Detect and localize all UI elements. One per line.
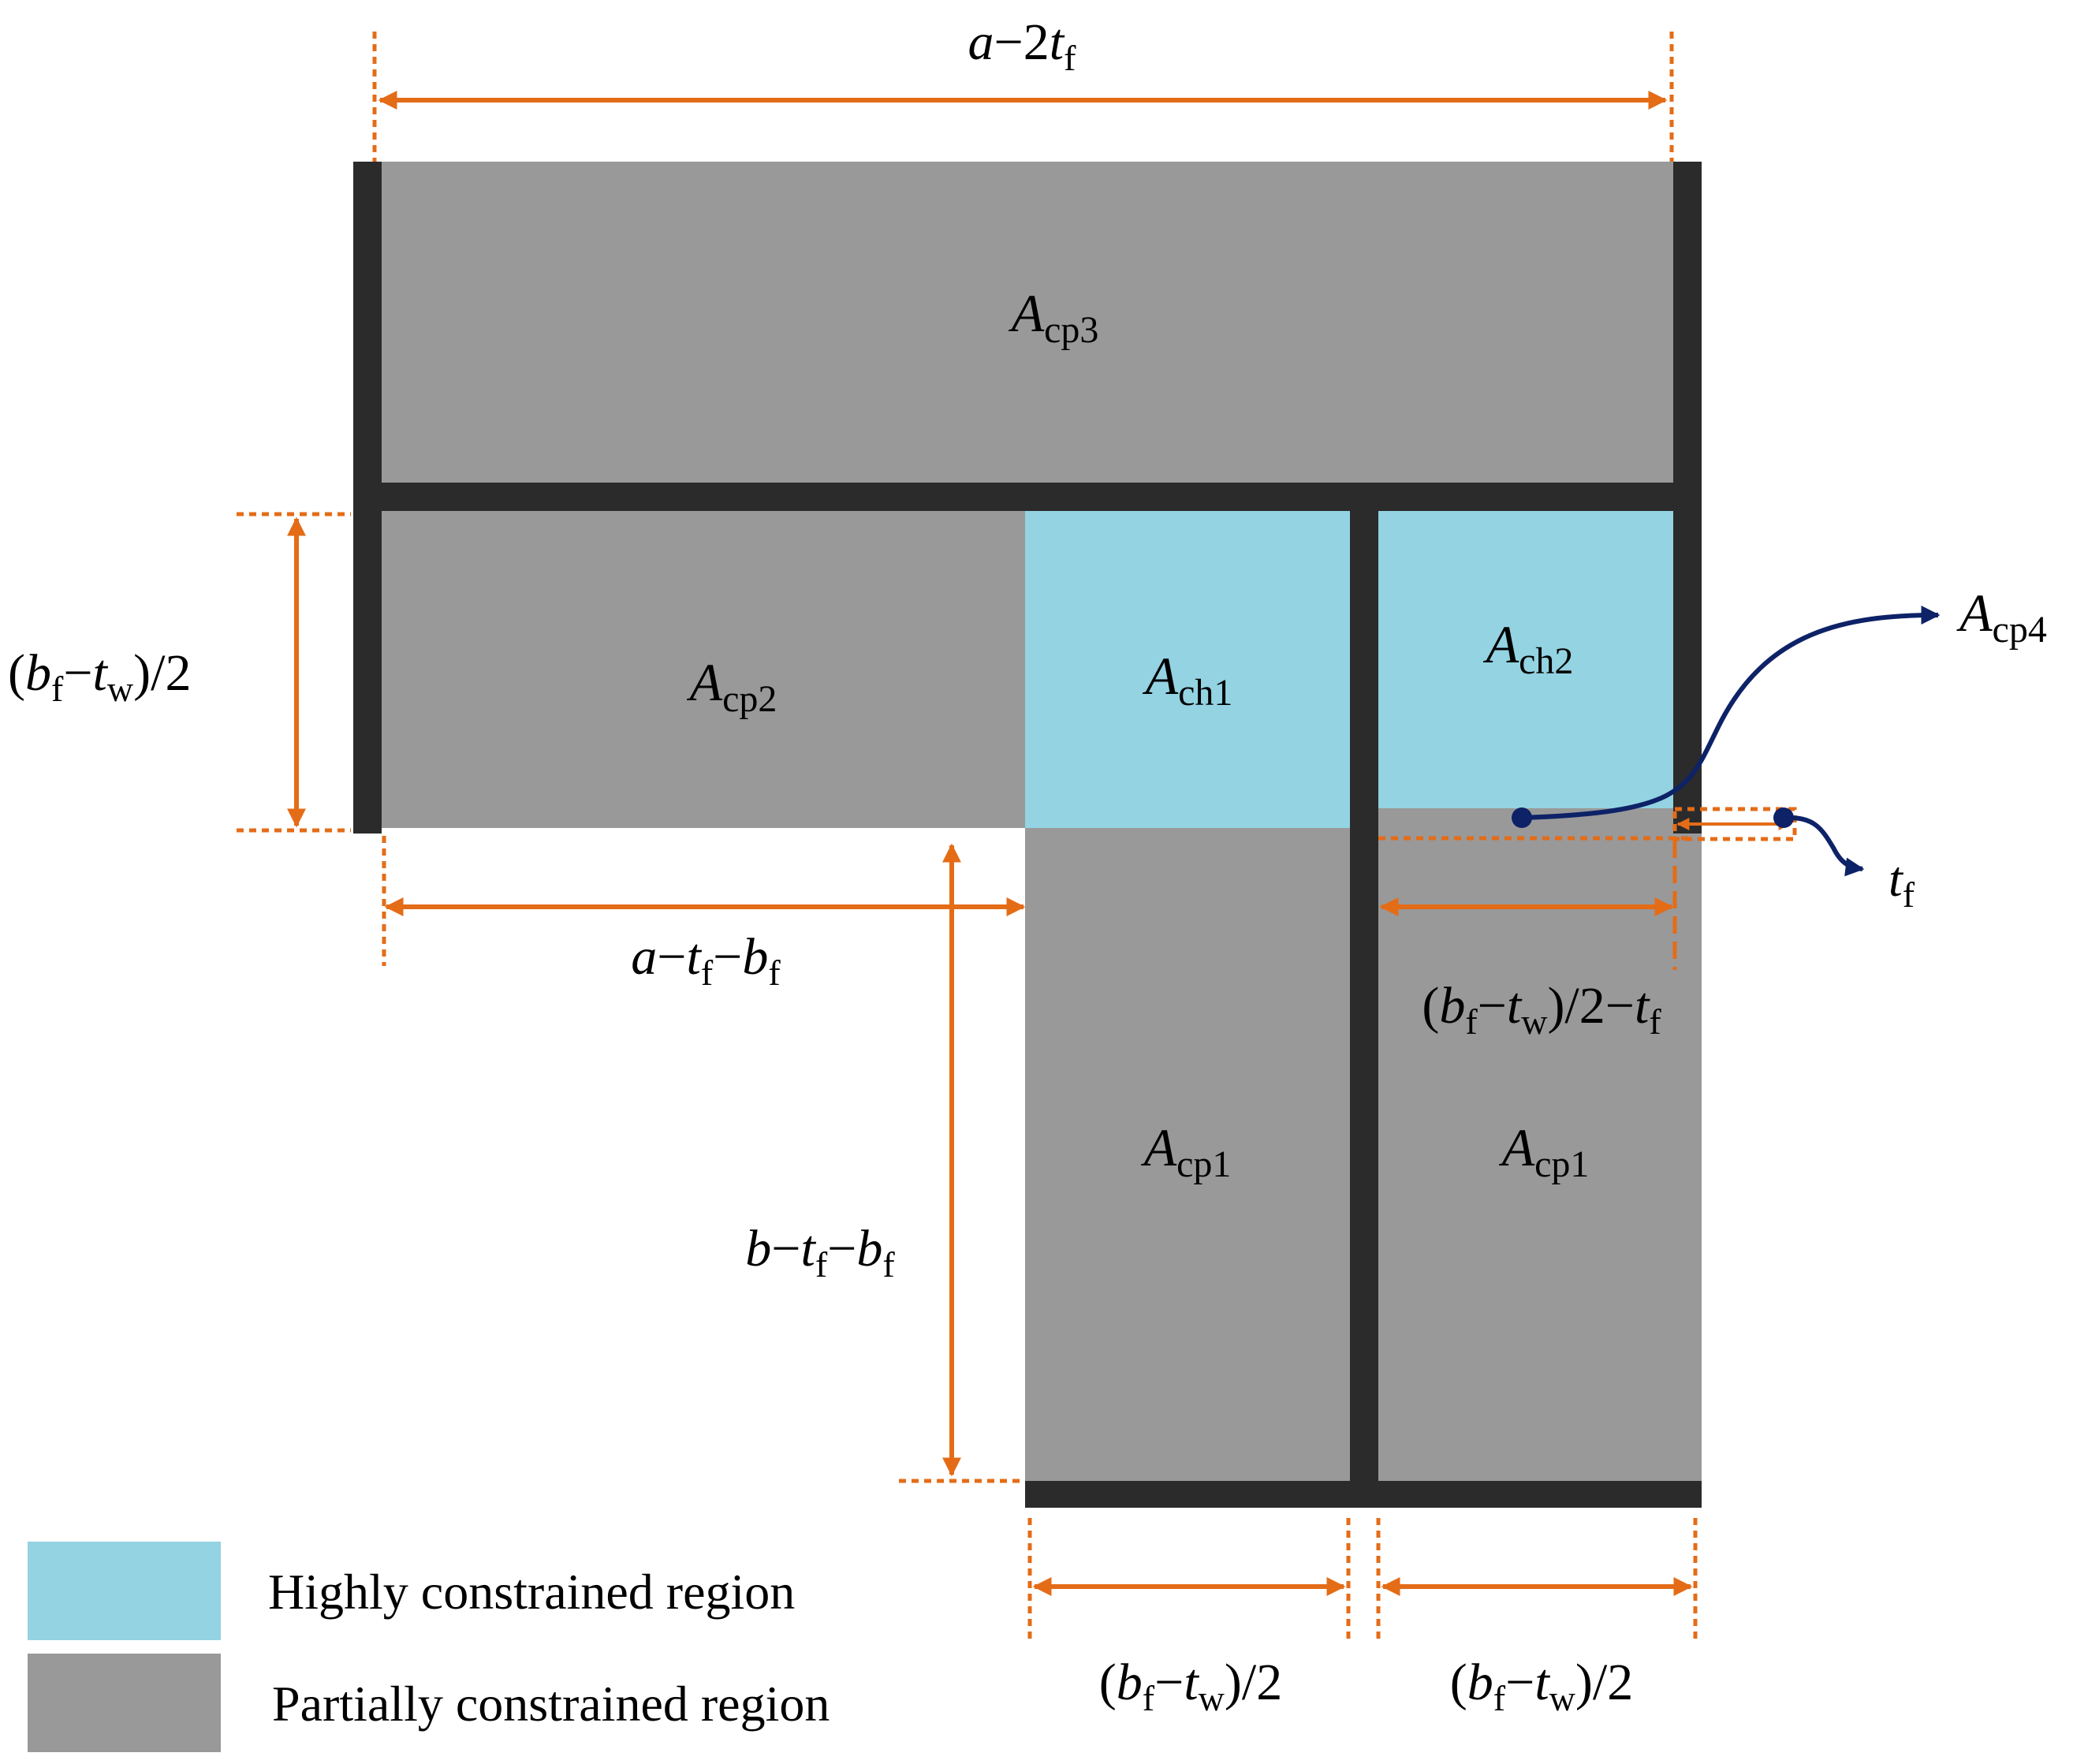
wall-vertical-web	[1350, 509, 1378, 1481]
wall-horizontal-middle	[353, 483, 1702, 511]
label-cp1-right: Acp1	[1499, 1117, 1590, 1185]
region-cp2	[364, 509, 1025, 828]
pointer-tf	[1783, 815, 1865, 877]
label-cp2: Acp2	[687, 652, 777, 720]
dimensions	[237, 32, 1797, 1640]
dim-label-top: a−2tf	[968, 13, 1077, 78]
label-tf: tf	[1889, 851, 1915, 915]
legend-label-partially: Partially constrained region	[272, 1676, 830, 1732]
dim-label-bottom-right: (bf−tw)/2	[1450, 1654, 1633, 1718]
pointer-cp4	[1521, 606, 1941, 820]
pointers	[1512, 606, 1941, 877]
legend: Highly constrained region Partially cons…	[28, 1542, 830, 1752]
dim-label-left: (bf−tw)/2	[8, 644, 191, 709]
label-cp3: Acp3	[1009, 283, 1099, 351]
region-cp1-right	[1378, 828, 1702, 1481]
dim-label-right: (bf−tw)/2−tf	[1422, 977, 1661, 1042]
pointer-cp4-dot	[1512, 807, 1532, 828]
region-ch1	[1025, 509, 1355, 828]
dim-label-bottom-left: (bf−tw)/2	[1099, 1654, 1282, 1718]
legend-label-highly: Highly constrained region	[268, 1564, 795, 1620]
label-ch2: Ach2	[1483, 614, 1574, 682]
pointer-tf-dot	[1773, 807, 1794, 828]
label-cp1-left: Acp1	[1141, 1117, 1232, 1185]
label-cp4: Acp4	[1956, 583, 2047, 651]
region-cp1-left	[1025, 828, 1355, 1481]
legend-swatch-highly	[28, 1542, 221, 1640]
dim-label-vertical: b−tf−bf	[745, 1220, 895, 1285]
legend-swatch-partially	[28, 1654, 221, 1752]
wall-bottom	[1025, 1481, 1702, 1508]
region-cp3	[364, 162, 1673, 493]
label-ch1: Ach1	[1143, 646, 1233, 714]
region-ch2	[1378, 509, 1673, 812]
tf-dimension-box	[1672, 807, 1797, 841]
dim-label-mid: a−tf−bf	[631, 928, 781, 993]
